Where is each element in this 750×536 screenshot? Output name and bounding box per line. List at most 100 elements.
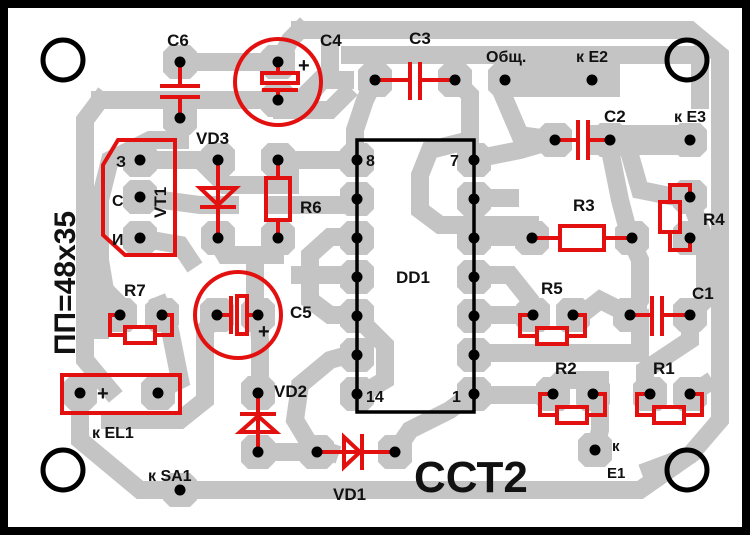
drill-hole-common (499, 74, 511, 86)
label-c5: C5 (290, 303, 312, 322)
drill-hole-c5-1 (211, 309, 223, 321)
drill-hole-vd1-1 (311, 446, 323, 458)
label-r5: R5 (541, 279, 563, 298)
dd1-pin-1: 1 (452, 389, 461, 406)
drill-hole-r3-1 (526, 232, 538, 244)
drill-hole-c1-2 (684, 309, 696, 321)
drill-hole-dd1-right-7 (468, 154, 480, 166)
label-common: Общ. (486, 49, 526, 66)
drill-hole-dd1-right-5 (468, 232, 480, 244)
label-r4: R4 (703, 210, 725, 229)
drill-hole-dd1-left-12 (351, 310, 363, 322)
drill-hole-e2 (586, 74, 598, 86)
trace-c6-left (91, 71, 354, 109)
mounting-hole-tl (40, 37, 86, 83)
diode-vd1 (317, 432, 395, 472)
dd1-pin-14: 14 (366, 389, 384, 406)
resistor-r4 (658, 183, 692, 252)
label-c4: C4 (320, 31, 342, 50)
vt1-pin-gate: З (116, 154, 126, 171)
drill-hole-c6-2 (174, 112, 186, 124)
drill-hole-dd1-right-6 (468, 193, 480, 205)
label-c6: C6 (167, 31, 189, 50)
drill-hole-dd1-left-13 (351, 349, 363, 361)
label-c2: C2 (604, 107, 626, 126)
drill-hole-dd1-left-9 (351, 193, 363, 205)
label-vd1: VD1 (333, 485, 366, 504)
drill-hole-r5-1 (527, 309, 539, 321)
resistor-r5 (518, 313, 587, 346)
drill-hole-dd1-left-10 (351, 232, 363, 244)
drill-hole-r2-1 (547, 388, 559, 400)
drill-hole-el1-2 (152, 387, 164, 399)
mounting-hole-bl (40, 447, 86, 493)
c5-plus-sign: + (258, 321, 270, 343)
drill-hole-dd1-left-8 (351, 154, 363, 166)
drill-hole-dd1-right-4 (468, 271, 480, 283)
drill-hole-c2-2 (604, 134, 616, 146)
label-sa1: к SA1 (148, 468, 192, 485)
label-vd2: VD2 (274, 382, 307, 401)
trace-vt1-gate (131, 151, 364, 194)
dd1-pin-8: 8 (366, 153, 375, 170)
drill-hole-c5-2 (252, 309, 264, 321)
mounting-hole-tr (664, 37, 710, 83)
drill-hole-c4-plus (272, 56, 284, 68)
holes-layer (74, 56, 696, 496)
drill-hole-r1-2 (684, 388, 696, 400)
c4-plus-sign: + (298, 55, 310, 77)
board-size-label: ПП=48х35 (49, 211, 82, 355)
drill-hole-dd1-left-14 (351, 388, 363, 400)
drill-hole-vt1-s (134, 232, 146, 244)
capacitor-c2 (555, 120, 610, 160)
label-e3: к Е3 (674, 109, 706, 126)
label-c3: C3 (409, 29, 431, 48)
transistor-vt1-outline (101, 138, 177, 257)
drill-hole-sa1 (174, 484, 186, 496)
drill-hole-c4-minus (272, 94, 284, 106)
drill-hole-c3-2 (449, 74, 461, 86)
vt1-pin-source: И (112, 232, 124, 249)
board-title: ССТ2 (414, 453, 528, 502)
drill-hole-r4-1 (684, 191, 696, 203)
drill-hole-r4-2 (684, 232, 696, 244)
connector-el1-outline (60, 373, 182, 415)
drill-hole-vd2-2 (252, 446, 264, 458)
capacitor-c3 (375, 62, 455, 100)
label-el1: к EL1 (92, 425, 134, 442)
drill-hole-c1-1 (624, 309, 636, 321)
drill-hole-vd3-k (212, 232, 224, 244)
drill-hole-r5-2 (567, 309, 579, 321)
label-vd3: VD3 (196, 129, 229, 148)
drill-hole-vt1-d (134, 191, 146, 203)
label-r7: R7 (124, 281, 146, 300)
label-e1-k: к (612, 438, 620, 455)
diode-vd2 (234, 393, 282, 452)
label-r6: R6 (300, 198, 322, 217)
label-dd1: DD1 (396, 268, 430, 287)
drill-hole-c6-1 (174, 56, 186, 68)
drill-hole-dd1-left-11 (351, 271, 363, 283)
vt1-pin-drain: С (112, 193, 124, 210)
labels-layer: C6 C4 + C3 Общ. к Е2 C2 к Е3 VD3 R6 З С … (49, 29, 725, 504)
dd1-pin-7: 7 (450, 153, 459, 170)
drill-hole-r6-1 (272, 154, 284, 166)
drill-hole-vd1-2 (389, 446, 401, 458)
drill-hole-r2-2 (587, 388, 599, 400)
drill-hole-vd2-1 (252, 387, 264, 399)
drill-hole-c2-1 (549, 134, 561, 146)
label-e1: Е1 (607, 465, 625, 482)
drill-hole-dd1-right-3 (468, 310, 480, 322)
el1-plus-sign: + (97, 383, 109, 405)
drill-hole-r3-2 (626, 232, 638, 244)
trace-top-second (341, 46, 709, 109)
label-r1: R1 (653, 359, 675, 378)
drill-hole-r6-2 (272, 232, 284, 244)
drill-hole-vt1-g (134, 154, 146, 166)
label-r2: R2 (555, 359, 577, 378)
drill-hole-dd1-right-1 (468, 388, 480, 400)
drill-hole-e3 (684, 134, 696, 146)
drill-hole-r7-2 (156, 309, 168, 321)
